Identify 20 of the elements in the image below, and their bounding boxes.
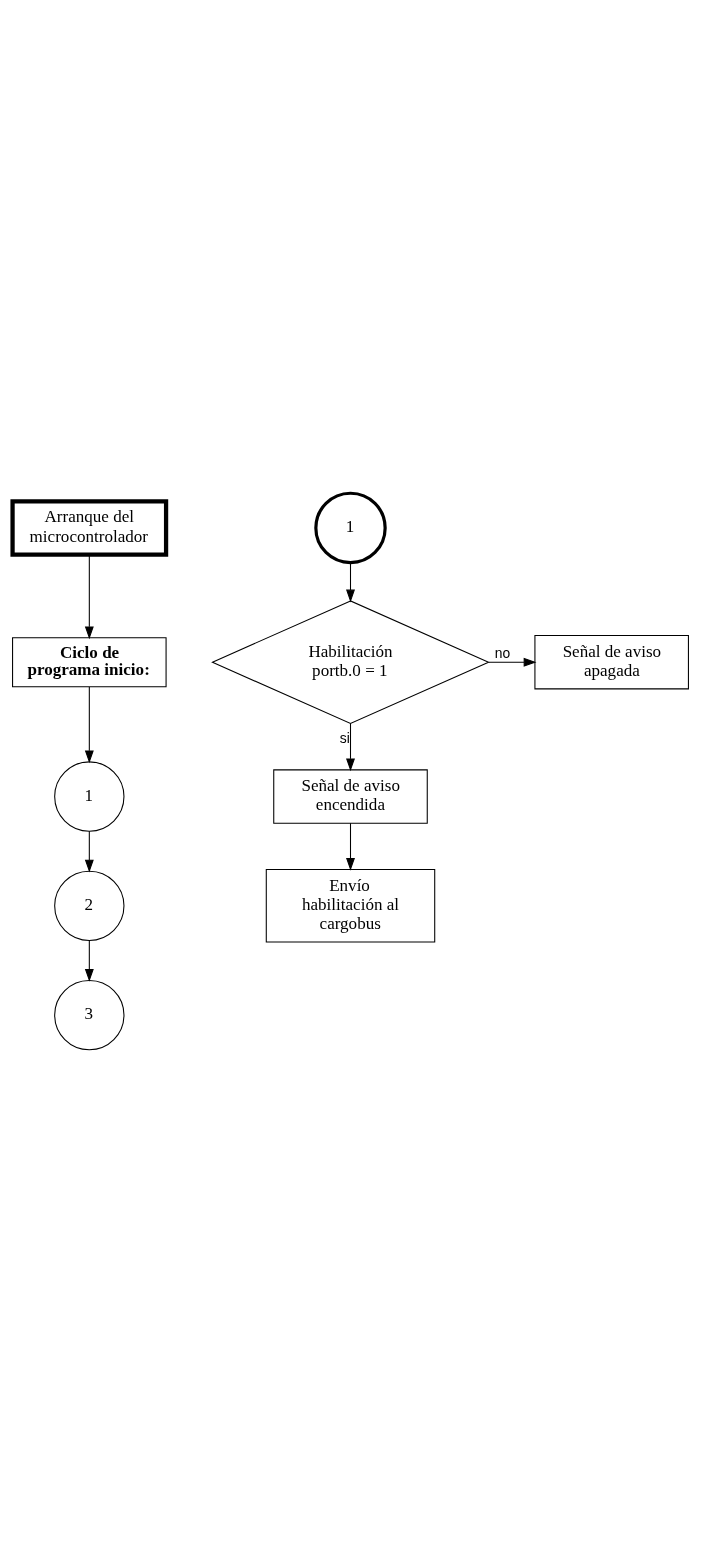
node-box: Envío habilitación al cargobus (265, 868, 436, 943)
node-circle: 2 (54, 870, 125, 941)
node-box: Señal de aviso encendida (273, 768, 428, 824)
arrow (84, 830, 94, 872)
node-circle: 1 (314, 491, 387, 564)
node-diamond: Habilitación portb.0 = 1 (211, 599, 490, 724)
edge-label: no (494, 644, 511, 661)
arrow (488, 657, 537, 667)
node-box: Arranque del microcontrolador (10, 498, 169, 557)
node-box: Señal de aviso apagada (534, 634, 689, 689)
arrow (346, 561, 355, 602)
node-box: Ciclo de programa inicio: (12, 636, 167, 687)
arrow (346, 722, 355, 771)
arrow (346, 822, 355, 871)
arrow (84, 939, 94, 982)
arrow (84, 685, 94, 763)
arrow (84, 553, 94, 639)
edge-label: si (339, 729, 350, 746)
node-circle: 1 (54, 760, 125, 832)
node-circle: 3 (54, 979, 125, 1050)
